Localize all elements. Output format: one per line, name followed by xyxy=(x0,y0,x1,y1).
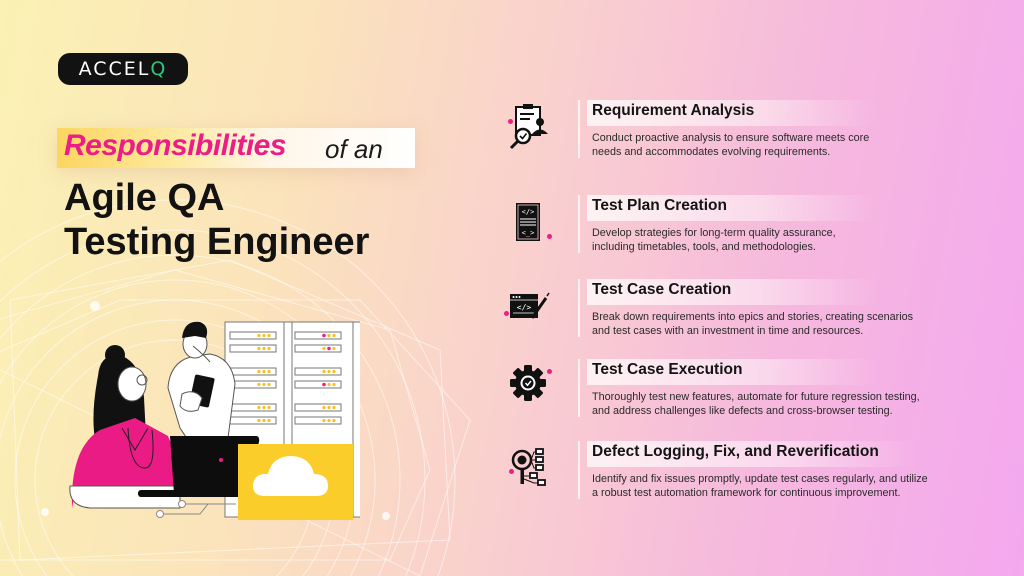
divider xyxy=(578,279,580,337)
item-description: Identify and fix issues promptly, update… xyxy=(592,472,928,500)
code-document-icon: </> <_> xyxy=(516,203,540,241)
people-servers-cloud-illustration xyxy=(69,321,360,520)
item-description: Develop strategies for long-term quality… xyxy=(592,226,836,254)
description-line: Identify and fix issues promptly, update… xyxy=(592,473,928,485)
accent-dot xyxy=(508,119,513,124)
title-connector: of an xyxy=(325,134,383,164)
magnifier-flowchart-icon xyxy=(511,448,546,486)
description-line: and test cases with an investment in tim… xyxy=(592,325,864,337)
description-line: Develop strategies for long-term quality… xyxy=(592,227,836,239)
divider xyxy=(578,441,580,499)
svg-text:</>: </> xyxy=(522,208,535,216)
heading-strip xyxy=(587,100,877,126)
divider xyxy=(578,359,580,417)
description-line: Break down requirements into epics and s… xyxy=(592,311,914,323)
heading-strip xyxy=(587,359,877,385)
logo-text-accent: Q xyxy=(150,58,168,80)
item-title: Requirement Analysis xyxy=(592,102,755,119)
item-title: Test Case Execution xyxy=(592,361,743,378)
item-description: Conduct proactive analysis to ensure sof… xyxy=(592,131,869,159)
accent-dot xyxy=(547,369,552,374)
title-line-1: Agile QA xyxy=(64,177,225,219)
divider xyxy=(578,195,580,253)
item-description: Break down requirements into epics and s… xyxy=(592,310,913,338)
description-line: Thoroughly test new features, automate f… xyxy=(592,391,920,403)
cloud-icon xyxy=(238,444,353,520)
responsibility-item-1: Requirement Analysis Conduct proactive a… xyxy=(500,97,980,167)
heading-strip xyxy=(587,195,877,221)
clipboard-analysis-icon xyxy=(509,104,548,150)
description-line: Conduct proactive analysis to ensure sof… xyxy=(592,132,870,144)
responsibility-item-3: </> Test Case Creation Break down requir… xyxy=(500,276,980,346)
title-line-2: Testing Engineer xyxy=(64,221,370,263)
gear-check-icon xyxy=(510,365,546,401)
item-title: Test Case Creation xyxy=(592,281,732,298)
divider xyxy=(578,100,580,158)
item-title: Test Plan Creation xyxy=(592,197,727,214)
responsibility-item-4: Test Case Execution Thoroughly test new … xyxy=(500,356,980,426)
item-title: Defect Logging, Fix, and Reverification xyxy=(592,443,879,460)
heading-strip xyxy=(587,441,917,467)
woman-at-laptop xyxy=(69,345,184,509)
responsibility-item-2: </> <_> Test Plan Creation Develop strat… xyxy=(500,192,980,262)
title-highlight-strip xyxy=(57,128,415,168)
description-line: a robust test automation framework for c… xyxy=(592,487,901,499)
circuit-lines xyxy=(156,500,236,518)
page-title: Agile QA Testing Engineer xyxy=(64,176,369,264)
logo-text: ACCEL xyxy=(78,58,151,80)
title-highlight-word: Responsibilities xyxy=(64,129,287,162)
accent-dot xyxy=(547,234,552,239)
responsibility-item-5: Defect Logging, Fix, and Reverification … xyxy=(500,438,980,508)
description-line: including timetables, tools, and methodo… xyxy=(592,241,816,253)
description-line: needs and accommodates evolving requirem… xyxy=(592,146,831,158)
man-with-tablet xyxy=(167,321,236,459)
accent-dot xyxy=(509,469,514,474)
accent-dot xyxy=(504,311,509,316)
code-window-pen-icon: </> xyxy=(510,292,550,319)
item-description: Thoroughly test new features, automate f… xyxy=(592,390,920,418)
description-line: and address challenges like defects and … xyxy=(592,405,893,417)
svg-text:</>: </> xyxy=(517,303,532,312)
svg-text:<_>: <_> xyxy=(522,229,535,237)
heading-strip xyxy=(587,279,877,305)
